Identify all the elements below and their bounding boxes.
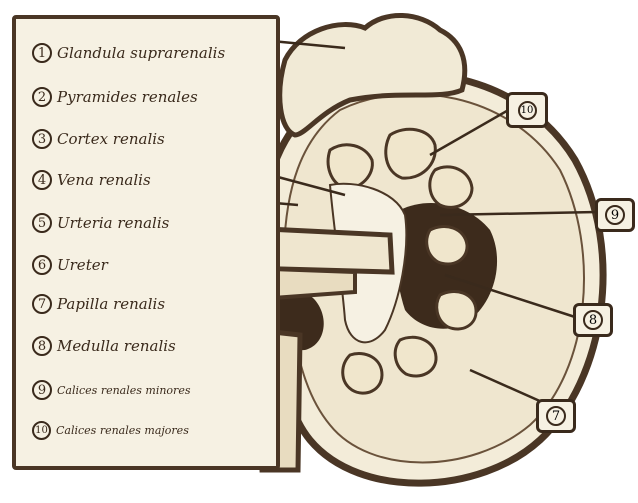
legend-number: 1 — [32, 43, 52, 63]
legend-label: Pyramides renales — [57, 88, 198, 106]
callout-10-number: 10 — [517, 100, 537, 120]
legend-label: Papilla renalis — [57, 295, 166, 313]
legend-item-6: 6 Ureter — [32, 255, 108, 275]
callout-9-number: 9 — [605, 205, 625, 225]
legend-number: 4 — [32, 170, 52, 190]
legend-item-2: 2 Pyramides renales — [32, 87, 198, 107]
legend-item-1: 1 Glandula suprarenalis — [32, 43, 225, 63]
legend-label: Calices renales minores — [57, 383, 191, 397]
legend-label: Ureter — [57, 256, 108, 274]
legend-number: 10 — [32, 421, 51, 440]
legend-label: Cortex renalis — [57, 130, 165, 148]
legend-label: Calices renales majores — [56, 424, 189, 437]
callout-7: 7 — [536, 399, 576, 433]
legend-item-9: 9 Calices renales minores — [32, 380, 190, 400]
legend-item-5: 5 Urteria renalis — [32, 213, 169, 233]
legend-number: 9 — [32, 380, 52, 400]
legend-item-8: 8 Medulla renalis — [32, 336, 176, 356]
legend-number: 5 — [32, 213, 52, 233]
pyramides-renales — [326, 127, 478, 395]
legend-number: 6 — [32, 255, 52, 275]
legend-number: 3 — [32, 129, 52, 149]
legend-label: Urteria renalis — [57, 214, 170, 232]
legend-item-4: 4 Vena renalis — [32, 170, 151, 190]
legend-number: 7 — [32, 294, 52, 314]
callout-7-number: 7 — [546, 406, 566, 426]
legend-label: Medulla renalis — [57, 337, 176, 355]
legend-label: Vena renalis — [57, 171, 151, 189]
legend-item-10: 10 Calices renales majores — [32, 421, 189, 440]
callout-9: 9 — [595, 198, 635, 232]
legend-panel: 1 Glandula suprarenalis 2 Pyramides rena… — [12, 15, 280, 470]
legend-item-7: 7 Papilla renalis — [32, 294, 165, 314]
callout-8: 8 — [573, 303, 613, 337]
legend-number: 8 — [32, 336, 52, 356]
legend-label: Glandula suprarenalis — [57, 44, 226, 62]
callout-8-number: 8 — [583, 310, 603, 330]
legend-item-3: 3 Cortex renalis — [32, 129, 165, 149]
callout-10: 10 — [506, 92, 548, 128]
legend-number: 2 — [32, 87, 52, 107]
